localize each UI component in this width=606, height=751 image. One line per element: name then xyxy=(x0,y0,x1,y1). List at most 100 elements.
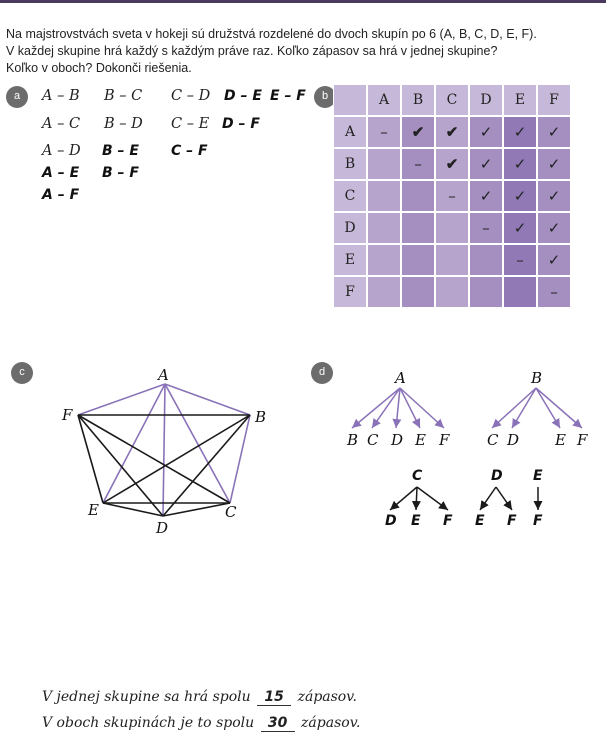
table-cell-mark: ✔ xyxy=(411,123,425,141)
table-cell xyxy=(367,276,401,308)
table-cell xyxy=(367,180,401,212)
table-cell: ✓ xyxy=(537,116,571,148)
table-cell xyxy=(401,276,435,308)
table-cell: – xyxy=(435,180,469,212)
top-border xyxy=(0,0,606,3)
badge-d: d xyxy=(311,362,333,384)
graph-edge-ac xyxy=(164,383,231,504)
tree_a-leaf: C xyxy=(367,431,379,449)
graph-edge-ab xyxy=(164,383,251,416)
tree_a-root: A xyxy=(395,369,406,387)
pair-item: C – F xyxy=(171,143,208,159)
graph-edge-de xyxy=(102,502,164,517)
task-line-1: Na majstrovstvách sveta v hokeji sú druž… xyxy=(6,27,537,41)
table-cell xyxy=(367,148,401,180)
table-cell xyxy=(401,180,435,212)
table-cell xyxy=(401,244,435,276)
badge-b: b xyxy=(314,86,336,108)
table-cell-mark: ✓ xyxy=(547,155,561,173)
table-cell: ✓ xyxy=(503,212,537,244)
tree_a-edge xyxy=(392,387,402,429)
table-cell: ✓ xyxy=(469,148,503,180)
pair-item: A – D xyxy=(42,143,81,159)
table-col-header: D xyxy=(469,84,503,116)
graph-node-b: B xyxy=(255,408,267,426)
tree_d-edge xyxy=(495,486,513,511)
table-cell: ✓ xyxy=(537,244,571,276)
pair-item: C – E xyxy=(171,116,210,132)
table-cell-mark: – xyxy=(448,187,456,205)
table-cell: ✔ xyxy=(401,116,435,148)
graph-edge-af xyxy=(77,383,166,416)
tree_b-edge xyxy=(535,387,583,429)
table-corner-cell xyxy=(333,84,367,116)
table-cell xyxy=(367,212,401,244)
table-cell-mark: – xyxy=(550,283,558,301)
table-col-header: B xyxy=(401,84,435,116)
table-row-header: F xyxy=(333,276,367,308)
tree_c-leaf: E xyxy=(411,513,421,529)
pentagon-graph xyxy=(77,383,251,517)
table-row-header: B xyxy=(333,148,367,180)
table-cell: ✓ xyxy=(537,148,571,180)
table-cell: – xyxy=(367,116,401,148)
table-col-header: C xyxy=(435,84,469,116)
tree_c-leaf: D xyxy=(385,513,397,529)
graph-edge-ae xyxy=(102,383,166,504)
answer-one-group-value: 15 xyxy=(257,689,292,706)
tree_d-leaf: F xyxy=(507,513,517,529)
table-cell: – xyxy=(401,148,435,180)
graph-node-e: E xyxy=(88,501,99,519)
pair-item: A – E xyxy=(42,165,80,181)
table-cell: ✔ xyxy=(435,116,469,148)
graph-edge-bc xyxy=(229,414,251,504)
answer-both-groups-value: 30 xyxy=(260,715,295,732)
graph-edge-ad xyxy=(162,383,166,517)
table-cell xyxy=(367,244,401,276)
tree_c-leaf: F xyxy=(443,513,453,529)
pair-item: B – F xyxy=(102,165,139,181)
table-cell: ✔ xyxy=(435,148,469,180)
graph-node-d: D xyxy=(156,519,169,537)
graph-edge-ef xyxy=(77,414,104,504)
table-cell-mark: – xyxy=(516,251,524,269)
pair-item: B – E xyxy=(102,143,139,159)
table-cell: – xyxy=(537,276,571,308)
tree_a-leaf: D xyxy=(391,431,404,449)
table-cell: ✓ xyxy=(503,148,537,180)
table-cell-mark: – xyxy=(380,123,388,141)
table-row-header: A xyxy=(333,116,367,148)
pair-item: D – E xyxy=(224,88,262,104)
table-cell xyxy=(435,212,469,244)
graph-edge-bd xyxy=(162,414,251,517)
tree_d-leaf: E xyxy=(475,513,485,529)
table-cell xyxy=(435,276,469,308)
tree_b-leaf: C xyxy=(487,431,499,449)
table-cell-mark: ✓ xyxy=(479,187,493,205)
tree-diagrams xyxy=(351,387,583,511)
table-cell-mark: ✓ xyxy=(513,123,527,141)
pair-item: B – C xyxy=(104,88,143,104)
tree_b-edge xyxy=(491,387,537,429)
table-cell xyxy=(435,244,469,276)
table-cell: ✓ xyxy=(503,116,537,148)
tree_a-edge xyxy=(399,387,421,429)
graph-node-f: F xyxy=(62,406,73,424)
table-cell-mark: ✓ xyxy=(547,187,561,205)
table-cell-mark: ✓ xyxy=(513,155,527,173)
table-cell: ✓ xyxy=(537,180,571,212)
table-cell: ✓ xyxy=(503,180,537,212)
table-cell: ✓ xyxy=(469,116,503,148)
graph-edge-cf xyxy=(77,414,231,504)
table-cell xyxy=(469,244,503,276)
graph-edge-df xyxy=(77,414,164,517)
table-cell-mark: ✔ xyxy=(445,155,459,173)
table-cell-mark: ✓ xyxy=(547,219,561,237)
task-text: Na majstrovstvách sveta v hokeji sú druž… xyxy=(6,26,598,77)
tree_a-edge xyxy=(399,387,445,429)
graph-edge-cd xyxy=(162,502,231,517)
table-cell-mark: ✔ xyxy=(445,123,459,141)
table-col-header: A xyxy=(367,84,401,116)
tree_c-edge xyxy=(389,486,418,511)
table-cell-mark: ✓ xyxy=(513,187,527,205)
